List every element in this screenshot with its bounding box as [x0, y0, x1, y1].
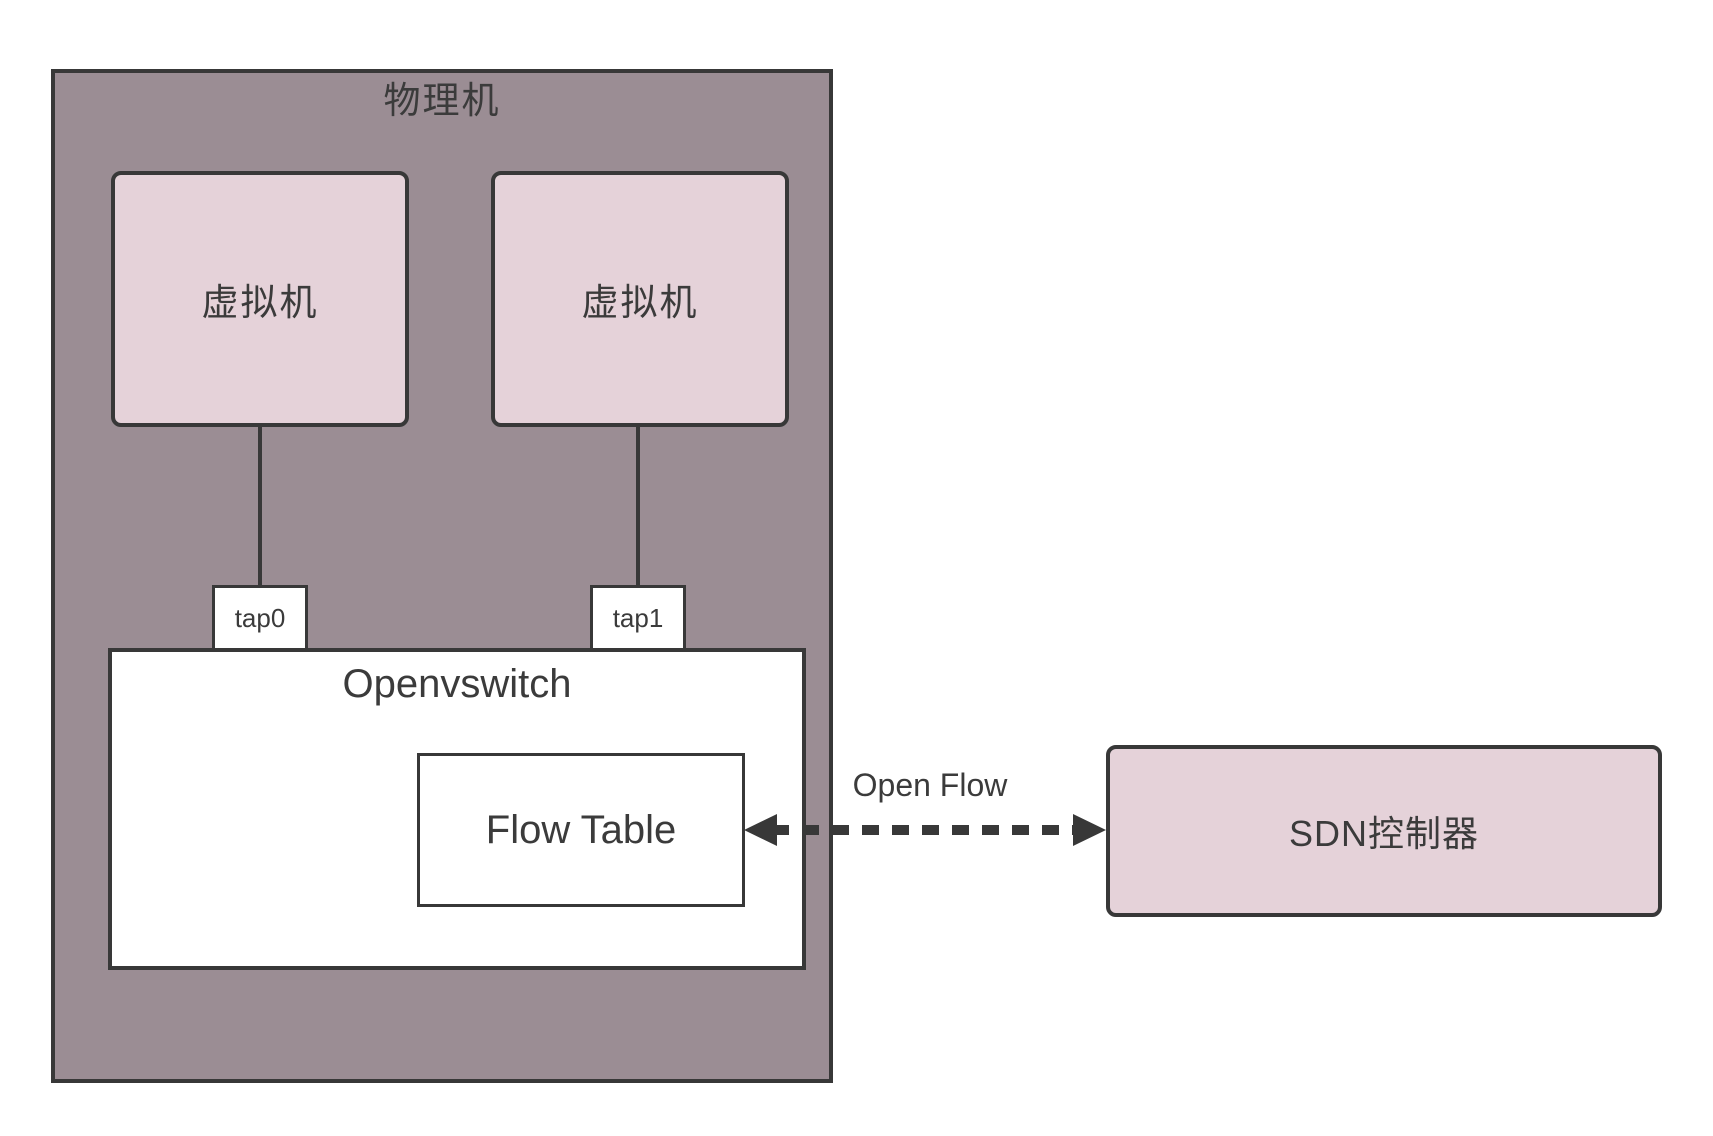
openflow-arrow: [744, 814, 1106, 846]
arrowhead-right-icon: [1073, 814, 1106, 846]
sdn-controller-label: SDN控制器: [1288, 813, 1479, 854]
tap1-port: tap1: [590, 585, 686, 651]
flow-table-node: Flow Table: [417, 753, 745, 907]
vm-node-1-label: 虚拟机: [201, 282, 319, 323]
flow-table-label: Flow Table: [485, 807, 677, 852]
arrowhead-left-icon: [744, 814, 777, 846]
vm-node-1: 虚拟机: [111, 171, 409, 427]
vm-node-2-label: 虚拟机: [581, 282, 699, 323]
vm1-tap0-connector: [258, 425, 262, 587]
vm-node-2: 虚拟机: [491, 171, 789, 427]
vm2-tap1-connector: [636, 425, 640, 587]
openflow-link-label: Open Flow: [852, 767, 1008, 803]
tap0-label: tap0: [234, 602, 286, 633]
tap0-port: tap0: [212, 585, 308, 651]
openvswitch-label: Openvswitch: [342, 662, 572, 706]
sdn-controller-node: SDN控制器: [1106, 745, 1662, 917]
physical-machine-label: 物理机: [383, 80, 501, 121]
tap1-label: tap1: [612, 602, 664, 633]
